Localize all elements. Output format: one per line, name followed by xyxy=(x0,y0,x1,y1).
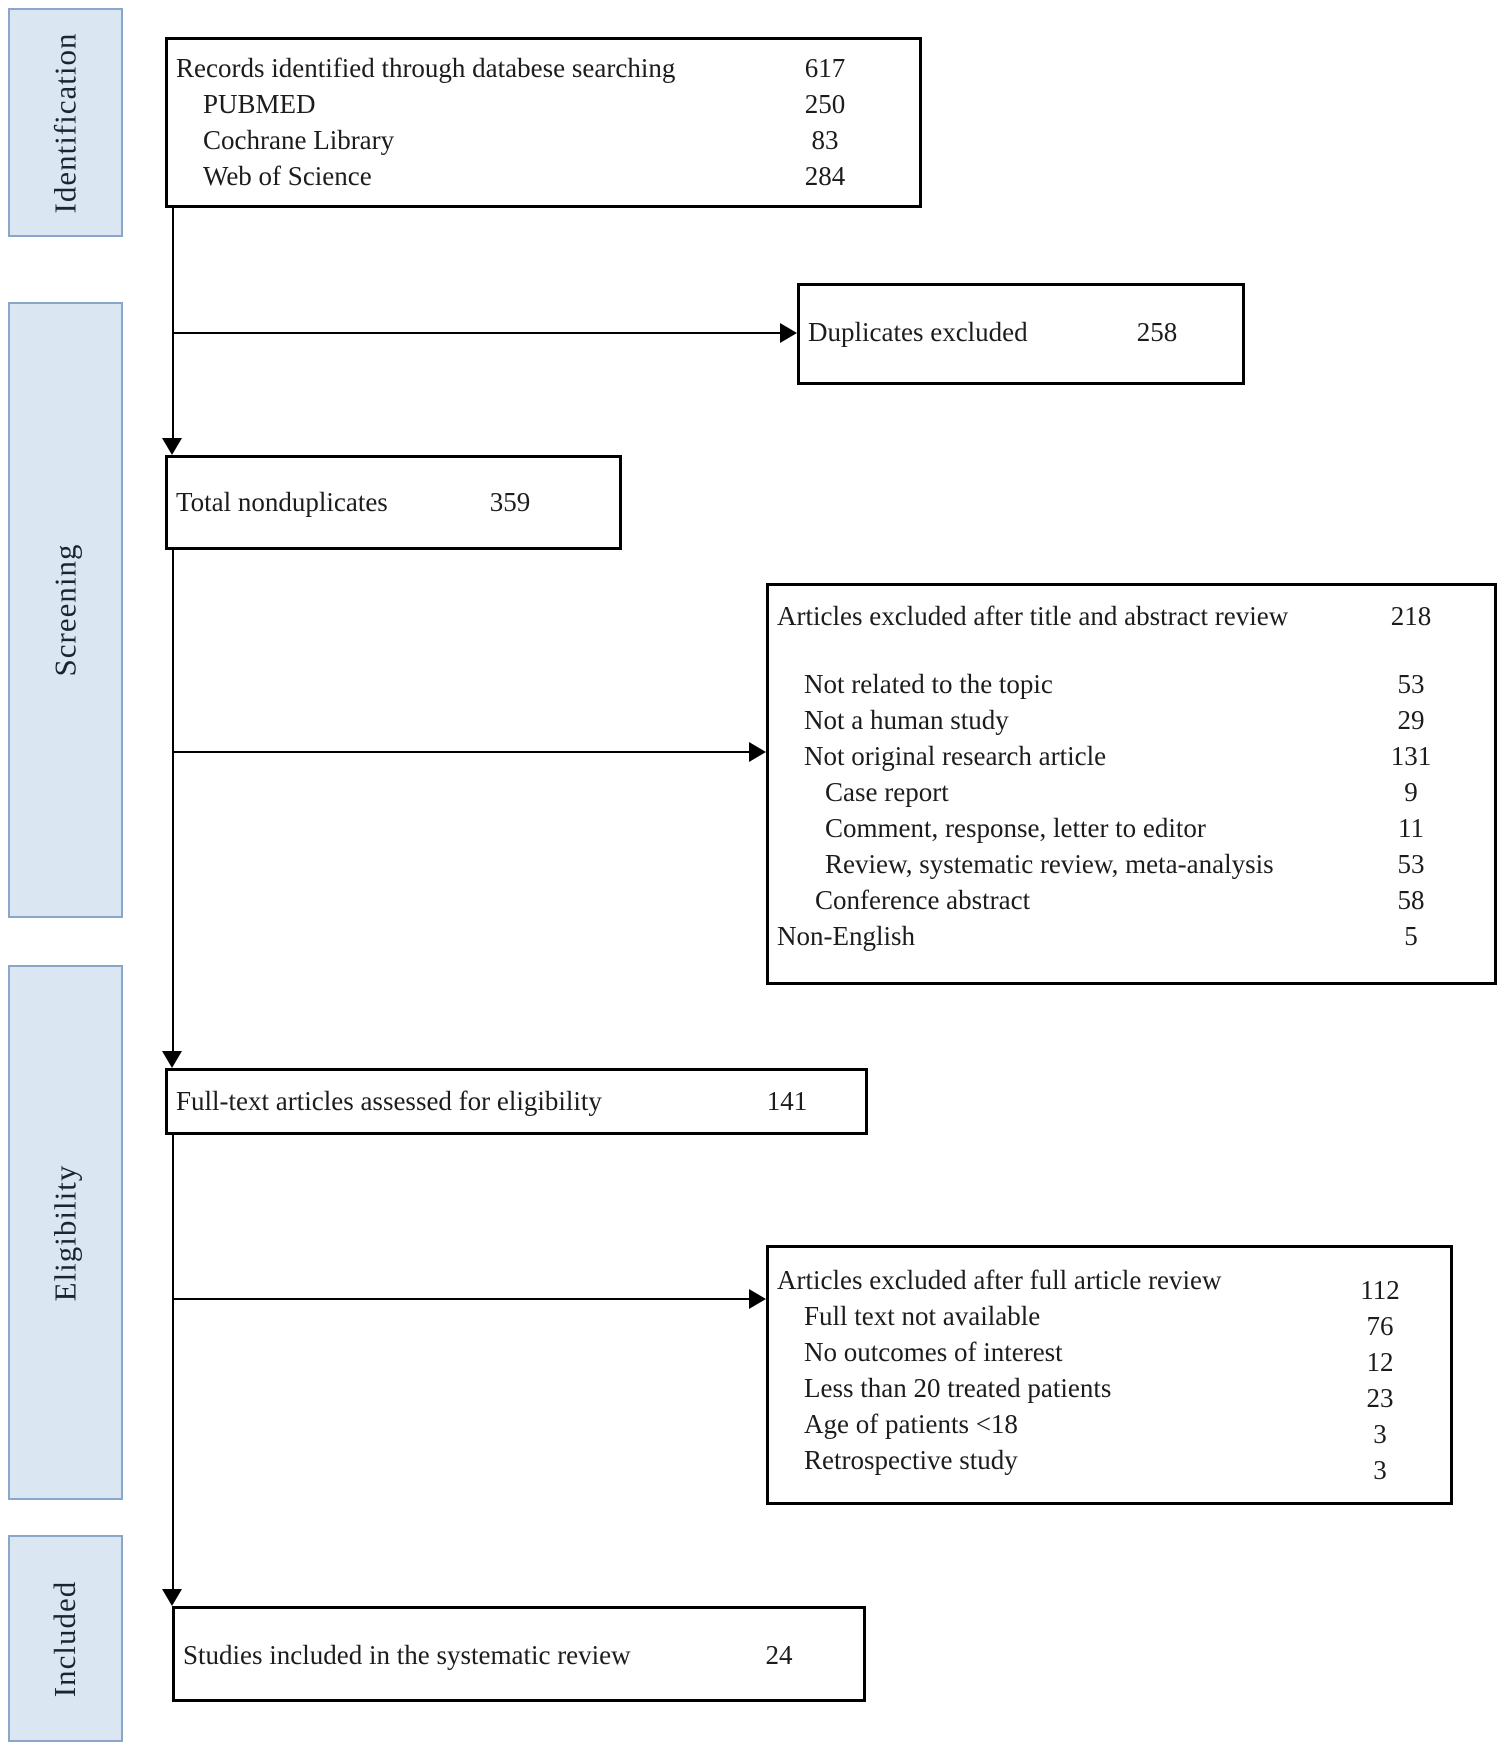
row-label: Web of Science xyxy=(203,161,372,191)
row-label: Not related to the topic xyxy=(804,669,1053,699)
row-value: 3 xyxy=(1373,1419,1387,1449)
record-row: Full text not available 76 xyxy=(777,1298,1442,1341)
duplicates-excluded-box: Duplicates excluded 258 xyxy=(797,283,1245,385)
row-value: 12 xyxy=(1366,1347,1394,1377)
full-review-excluded-box: Articles excluded after full article rev… xyxy=(766,1245,1453,1505)
row-label: Records identified through databese sear… xyxy=(176,53,676,83)
row-value: 23 xyxy=(1366,1383,1394,1413)
row-value: 141 xyxy=(766,1086,808,1116)
row-value: 131 xyxy=(1390,741,1432,771)
arrowhead-right-icon xyxy=(749,742,766,762)
stage-screening-label: Screening xyxy=(47,543,83,677)
row-value: 250 xyxy=(804,89,846,119)
record-row: Full-text articles assessed for eligibil… xyxy=(176,1083,857,1119)
row-value: 3 xyxy=(1373,1455,1387,1485)
record-row: Not a human study 29 xyxy=(777,702,1486,738)
record-row: Articles excluded after title and abstra… xyxy=(777,598,1486,634)
title-abstract-excluded-box: Articles excluded after title and abstra… xyxy=(766,583,1497,985)
record-row: PUBMED 250 xyxy=(176,86,911,122)
row-label: Articles excluded after full article rev… xyxy=(777,1265,1222,1295)
record-row: Conference abstract 58 xyxy=(777,882,1486,918)
record-row: Cochrane Library 83 xyxy=(176,122,911,158)
row-label: Retrospective study xyxy=(804,1445,1018,1475)
stage-screening: Screening xyxy=(8,302,123,918)
stage-identification: Identification xyxy=(8,8,123,237)
stage-included: Included xyxy=(8,1535,123,1742)
row-label: No outcomes of interest xyxy=(804,1337,1063,1367)
records-identified-box: Records identified through databese sear… xyxy=(165,37,922,208)
row-value: 258 xyxy=(1136,317,1178,347)
row-label: PUBMED xyxy=(203,89,316,119)
row-label: Comment, response, letter to editor xyxy=(825,813,1206,843)
total-nonduplicates-box: Total nonduplicates 359 xyxy=(165,455,622,550)
row-value: 112 xyxy=(1360,1275,1400,1305)
row-value: 218 xyxy=(1390,601,1432,631)
record-row: Studies included in the systematic revie… xyxy=(183,1637,855,1673)
row-label: Studies included in the systematic revie… xyxy=(183,1640,631,1670)
row-label: Conference abstract xyxy=(815,885,1031,915)
row-label: Not a human study xyxy=(804,705,1009,735)
row-value: 53 xyxy=(1397,669,1425,699)
stage-eligibility: Eligibility xyxy=(8,965,123,1500)
record-row: Not original research article 131 xyxy=(777,738,1486,774)
row-value: 53 xyxy=(1397,849,1425,879)
record-row: No outcomes of interest 12 xyxy=(777,1334,1442,1377)
fulltext-assessed-box: Full-text articles assessed for eligibil… xyxy=(165,1068,868,1135)
connector-records-to-nonduplicates xyxy=(172,208,174,448)
connector-to-title-abstract-excluded xyxy=(172,751,749,753)
row-value: 83 xyxy=(811,125,839,155)
arrowhead-down-icon xyxy=(162,438,182,455)
row-label: Articles excluded after title and abstra… xyxy=(777,601,1289,631)
row-value: 29 xyxy=(1397,705,1425,735)
row-value: 284 xyxy=(804,161,846,191)
record-row: Total nonduplicates 359 xyxy=(176,484,611,520)
stage-eligibility-label: Eligibility xyxy=(47,1164,83,1301)
arrowhead-right-icon xyxy=(780,323,797,343)
record-row: Web of Science 284 xyxy=(176,158,911,194)
record-row: Retrospective study 3 xyxy=(777,1442,1442,1485)
arrowhead-down-icon xyxy=(162,1051,182,1068)
row-value: 359 xyxy=(489,487,531,517)
row-value: 76 xyxy=(1366,1311,1394,1341)
row-label: Case report xyxy=(825,777,949,807)
row-label: Cochrane Library xyxy=(203,125,395,155)
row-label: Duplicates excluded xyxy=(808,317,1028,347)
row-label: Full-text articles assessed for eligibil… xyxy=(176,1086,602,1116)
connector-fulltext-to-included xyxy=(172,1135,174,1590)
row-value: 24 xyxy=(765,1640,793,1670)
row-value: 11 xyxy=(1398,813,1424,843)
record-row: Age of patients <18 3 xyxy=(777,1406,1442,1449)
connector-to-full-review-excluded xyxy=(172,1298,749,1300)
studies-included-box: Studies included in the systematic revie… xyxy=(172,1606,866,1702)
arrowhead-right-icon xyxy=(749,1289,766,1309)
row-label: Review, systematic review, meta-analysis xyxy=(825,849,1274,879)
record-row: Records identified through databese sear… xyxy=(176,50,911,86)
row-value: 617 xyxy=(804,53,846,83)
record-row: Duplicates excluded 258 xyxy=(808,314,1234,350)
row-label: Less than 20 treated patients xyxy=(804,1373,1112,1403)
record-row: Articles excluded after full article rev… xyxy=(777,1262,1442,1305)
record-row: Not related to the topic 53 xyxy=(777,666,1486,702)
connector-to-duplicates xyxy=(172,332,780,334)
blank-line xyxy=(777,634,1486,666)
row-value: 5 xyxy=(1404,921,1418,951)
row-label: Age of patients <18 xyxy=(804,1409,1018,1439)
row-value: 58 xyxy=(1397,885,1425,915)
connector-nonduplicates-to-fulltext xyxy=(172,550,174,1052)
row-label: Full text not available xyxy=(804,1301,1041,1331)
record-row: Review, systematic review, meta-analysis… xyxy=(777,846,1486,882)
stage-identification-label: Identification xyxy=(47,32,83,213)
stage-included-label: Included xyxy=(47,1580,83,1697)
row-label: Not original research article xyxy=(804,741,1107,771)
row-label: Non-English xyxy=(777,921,915,951)
record-row: Non-English 5 xyxy=(777,918,1486,954)
arrowhead-down-icon xyxy=(162,1589,182,1606)
record-row: Case report 9 xyxy=(777,774,1486,810)
record-row: Less than 20 treated patients 23 xyxy=(777,1370,1442,1413)
row-value: 9 xyxy=(1404,777,1418,807)
record-row: Comment, response, letter to editor 11 xyxy=(777,810,1486,846)
row-label: Total nonduplicates xyxy=(176,487,388,517)
